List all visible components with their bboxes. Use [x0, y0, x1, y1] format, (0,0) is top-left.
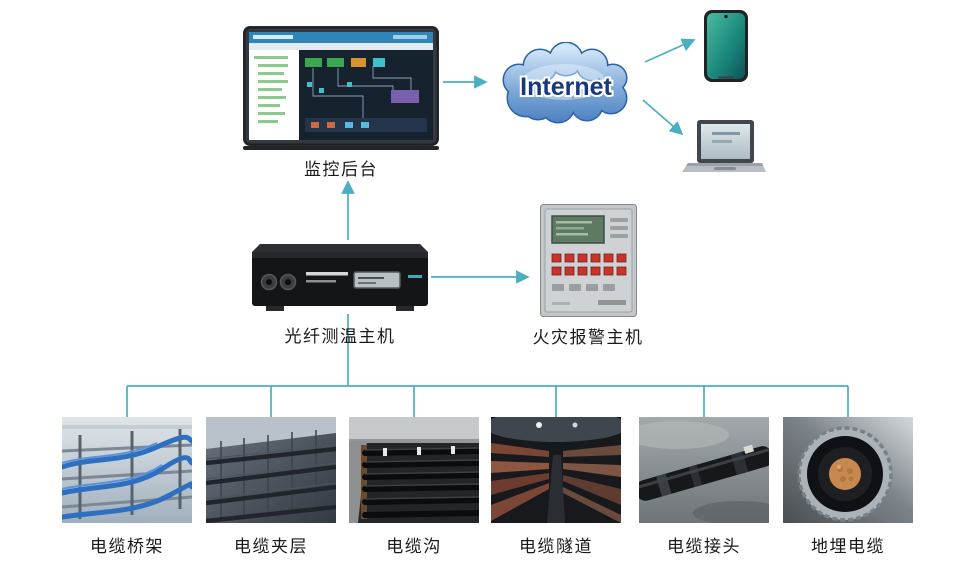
- site-cable-tray: 电缆桥架: [59, 417, 195, 557]
- monitor-node: 监控后台: [241, 26, 441, 180]
- cable-trench-photo: [349, 417, 479, 523]
- distribution-bus: [126, 314, 849, 417]
- site-label: 电缆沟: [386, 537, 442, 556]
- site-label: 电缆桥架: [90, 537, 164, 556]
- site-cable-trench: 电缆沟: [346, 417, 482, 557]
- fiber-host-label: 光纤测温主机: [284, 327, 396, 346]
- fiber-host-node: 光纤测温主机: [250, 242, 430, 347]
- phone-node: [702, 10, 750, 82]
- site-cable-joint: 电缆接头: [636, 417, 772, 557]
- laptop-icon: [682, 120, 766, 172]
- site-label: 地埋电缆: [811, 537, 885, 556]
- cable-tray-photo: [62, 417, 192, 523]
- cable-joint-photo: [639, 417, 769, 523]
- fire-alarm-panel-icon: [539, 204, 637, 317]
- cable-mezzanine-photo: [206, 417, 336, 523]
- arrow-internet-to-phone: [644, 38, 696, 63]
- site-cable-tunnel: 电缆隧道: [488, 417, 624, 557]
- smartphone-icon: [704, 10, 748, 82]
- cable-tunnel-photo: [491, 417, 621, 523]
- monitor-icon: [243, 26, 439, 150]
- internet-cloud-icon: Internet: [502, 42, 628, 124]
- internet-label: Internet: [520, 73, 612, 101]
- internet-node: Internet: [490, 42, 646, 130]
- monitor-label: 监控后台: [304, 160, 378, 179]
- buried-cable-photo: [783, 417, 913, 523]
- fire-alarm-node: 火灾报警主机: [528, 204, 648, 348]
- arrow-internet-to-laptop: [642, 99, 684, 136]
- site-label: 电缆隧道: [519, 537, 593, 556]
- fiber-host-icon: [252, 244, 428, 311]
- site-buried-cable: 地埋电缆: [780, 417, 916, 557]
- site-label: 电缆接头: [667, 537, 741, 556]
- fire-alarm-label: 火灾报警主机: [532, 328, 644, 347]
- laptop-node: [681, 120, 767, 178]
- site-label: 电缆夹层: [234, 537, 308, 556]
- site-cable-mezzanine: 电缆夹层: [203, 417, 339, 557]
